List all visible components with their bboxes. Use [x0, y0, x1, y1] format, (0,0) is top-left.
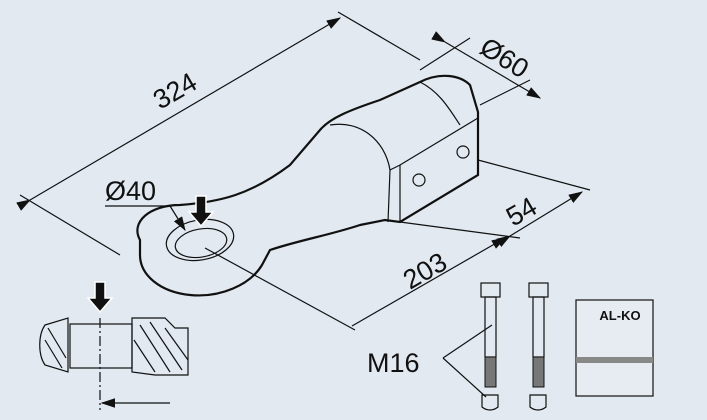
nut [529, 394, 547, 411]
dimension-203-label: 203 [398, 247, 452, 296]
bolt-size-label: M16 [367, 348, 420, 378]
dimension-54-label: 54 [501, 191, 542, 232]
dimension-diameter-40: Ø40 [105, 176, 215, 232]
nut [481, 394, 499, 411]
dimension-diameter-60-label: Ø60 [475, 32, 534, 84]
bolt [480, 282, 501, 411]
load-arrow-icon [187, 195, 215, 228]
bolt [528, 282, 549, 411]
alko-logo: AL-KO [599, 308, 640, 323]
dimension-diameter-40-label: Ø40 [105, 176, 156, 206]
load-arrow-icon [86, 281, 114, 314]
bolt-set: M16 [367, 282, 549, 411]
alko-package: AL-KO [575, 299, 654, 397]
dimension-324-label: 324 [148, 67, 202, 116]
eye-section-view [39, 281, 189, 410]
